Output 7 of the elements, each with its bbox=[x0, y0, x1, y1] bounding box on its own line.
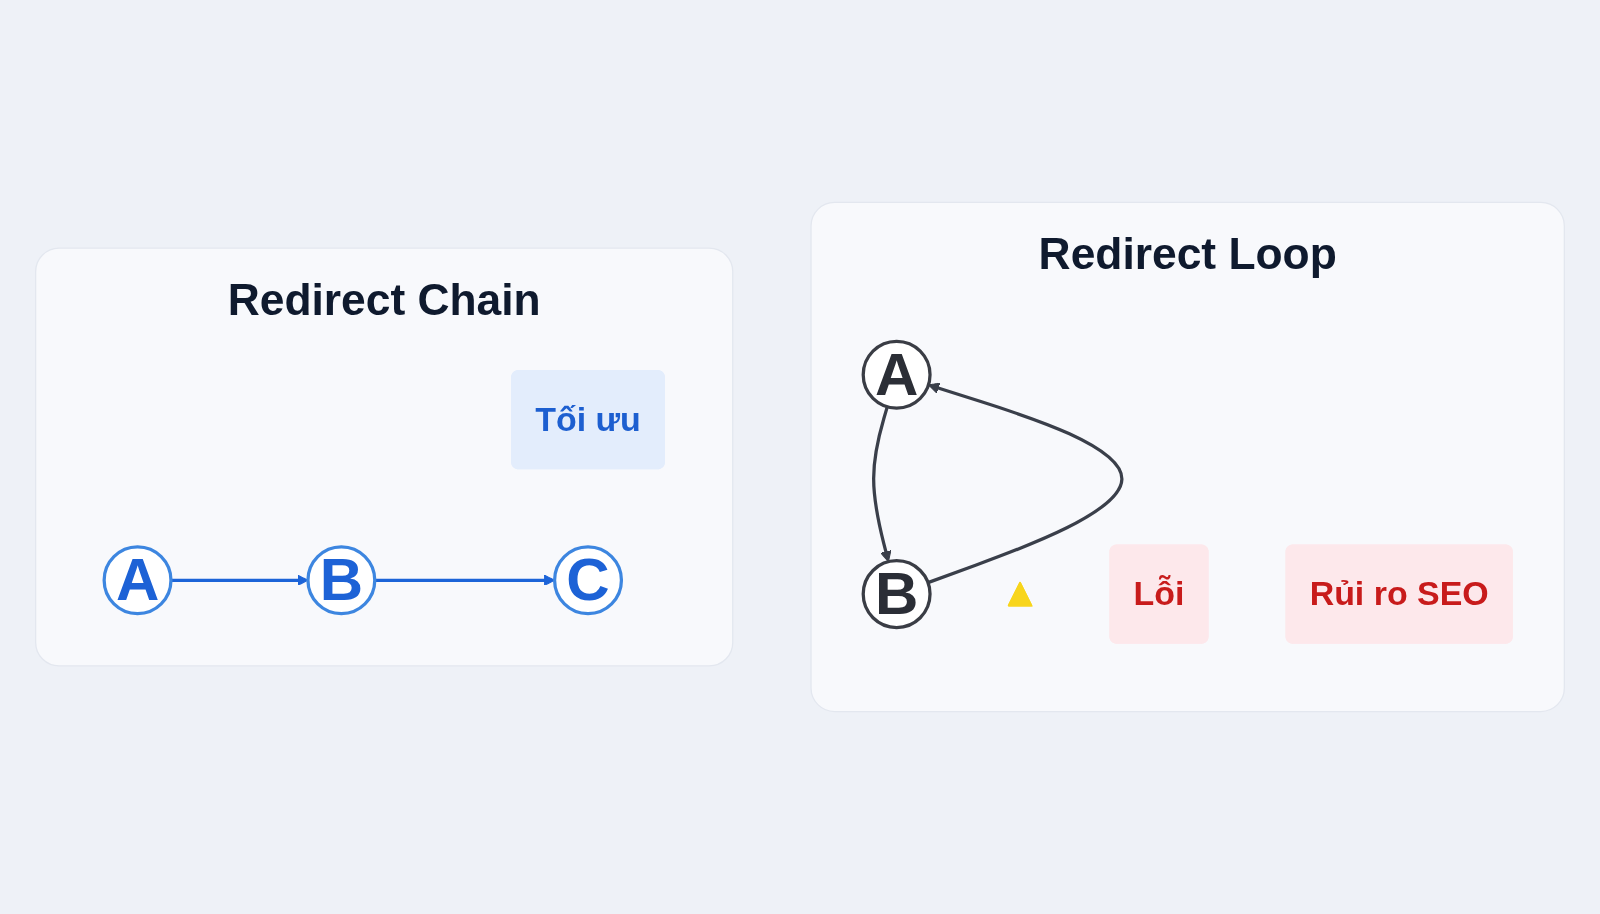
node-circle: B bbox=[861, 559, 932, 630]
node-circle: A bbox=[102, 545, 173, 616]
node-circle: C bbox=[552, 545, 624, 616]
arrow bbox=[927, 382, 1124, 585]
node-circle: B bbox=[306, 545, 377, 616]
node-circle: A bbox=[861, 339, 932, 410]
arrow bbox=[872, 406, 892, 563]
